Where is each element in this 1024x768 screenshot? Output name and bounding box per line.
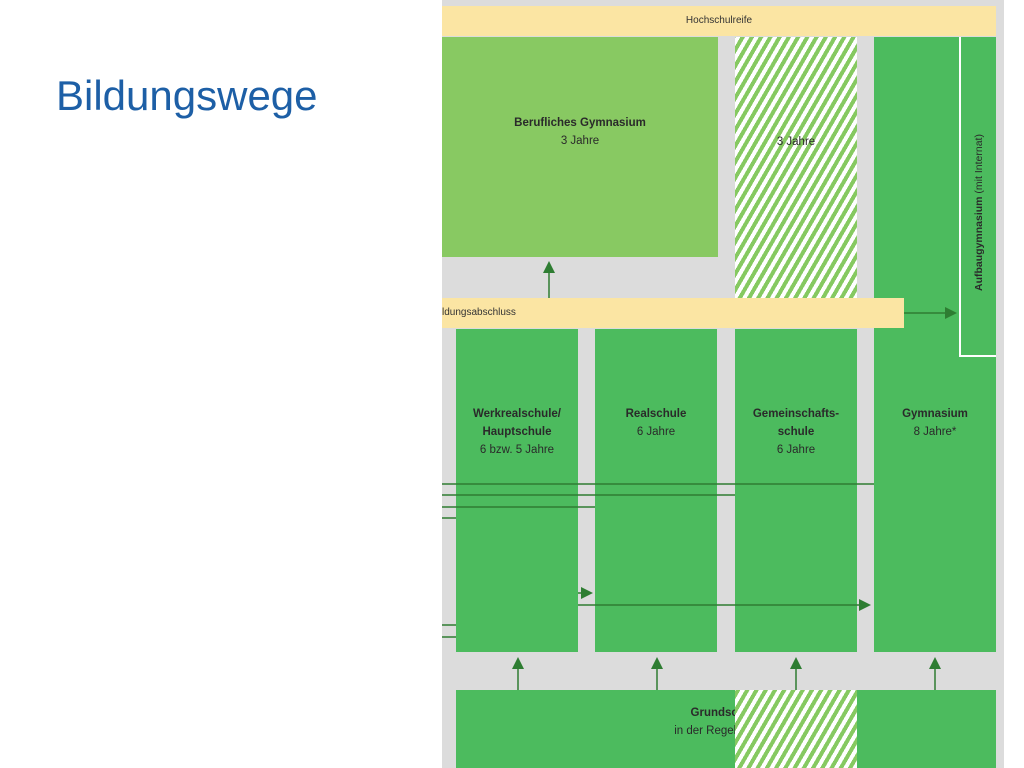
berufliches-gymnasium-box: Berufliches Gymnasium 3 Jahre xyxy=(442,37,718,257)
oberstufe-duration: 3 Jahre xyxy=(776,136,816,148)
page-title: Bildungswege xyxy=(56,72,318,119)
gemeinschaftsschule-label-line2: schule xyxy=(777,426,815,438)
werkrealschule-box: Werkrealschule/ Hauptschule 6 bzw. 5 Jah… xyxy=(456,329,578,652)
werkrealschule-label-line1: Werkrealschule/ xyxy=(472,408,561,420)
diagram-arrows xyxy=(442,261,957,690)
werkrealschule-duration: 6 bzw. 5 Jahre xyxy=(479,444,555,456)
gymnasium-label: Gymnasium xyxy=(902,408,968,420)
education-pathways-diagram: Hochschulreife Berufliches Gymnasium 3 J… xyxy=(442,0,1004,768)
werkrealschule-label-line2: Hauptschule xyxy=(482,426,552,438)
gemeinschaftsschule-box: Gemeinschafts- schule 6 Jahre xyxy=(735,329,857,652)
realschule-duration: 6 Jahre xyxy=(636,426,676,438)
bildungsabschluss-band: ldungsabschluss xyxy=(442,298,904,328)
gemeinschaftsschule-label-line1: Gemeinschafts- xyxy=(752,408,840,420)
berufliches-gymnasium-label: Berufliches Gymnasium xyxy=(514,117,646,129)
realschule-label: Realschule xyxy=(625,408,687,420)
grundschule-hatched-segment xyxy=(735,690,857,768)
hochschulreife-label: Hochschulreife xyxy=(685,15,753,26)
gemeinschaftsschule-oberstufe-box: 3 Jahre xyxy=(735,37,857,299)
realschule-box: Realschule 6 Jahre xyxy=(595,329,717,652)
gymnasium-duration: 8 Jahre* xyxy=(913,426,957,438)
bildungsabschluss-label: ldungsabschluss xyxy=(442,307,516,318)
gemeinschaftsschule-duration: 6 Jahre xyxy=(776,444,816,456)
aufbaugymnasium-box xyxy=(959,37,996,357)
berufliches-gymnasium-duration: 3 Jahre xyxy=(560,135,600,147)
hochschulreife-band: Hochschulreife xyxy=(442,6,996,36)
